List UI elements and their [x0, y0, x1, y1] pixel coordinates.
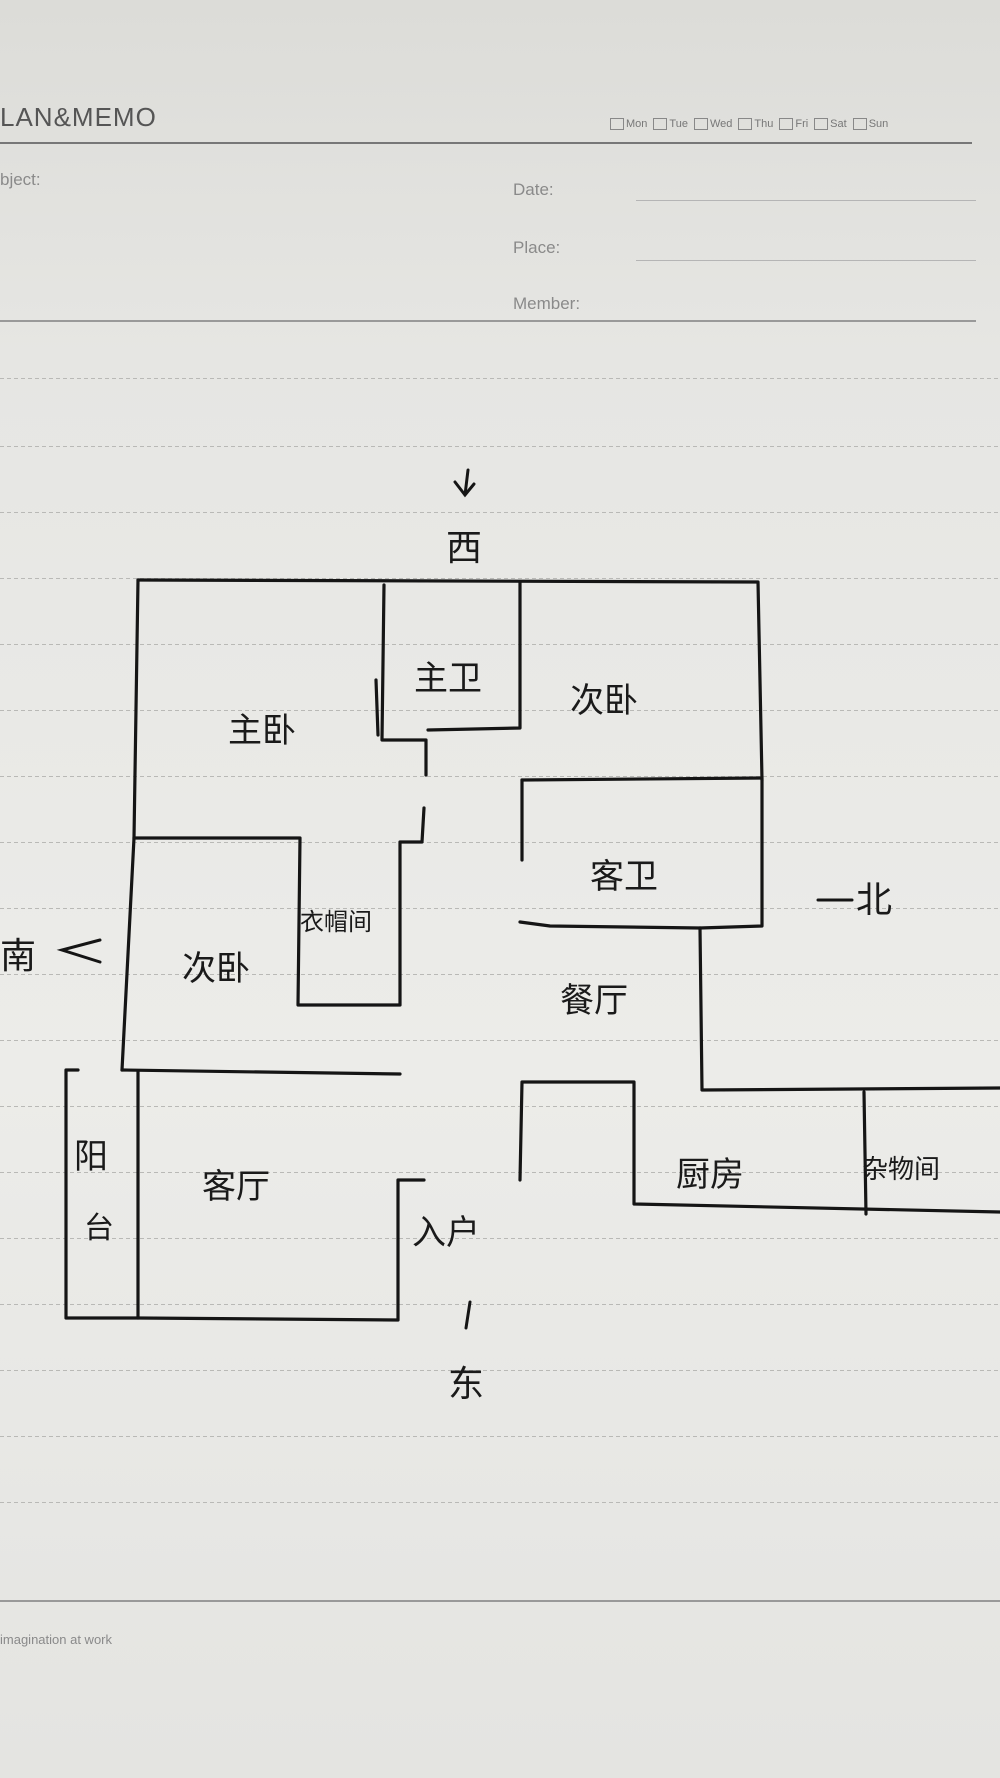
- room-living: 客厅: [202, 1167, 270, 1207]
- wall-left-middle: [120, 836, 136, 1072]
- ruled-line: [0, 974, 1000, 975]
- wall-master-bath-right: [426, 580, 522, 732]
- arrow-icon-top: [453, 468, 476, 498]
- ruled-line: [0, 644, 1000, 645]
- room-master-bedroom: 主卧: [228, 711, 296, 751]
- ruled-line: [0, 446, 1000, 447]
- place-label: Place:: [513, 238, 561, 257]
- ruled-line: [0, 776, 1000, 777]
- checkbox-icon: [779, 118, 794, 130]
- room-cloakroom: 衣帽间: [300, 908, 372, 936]
- room-entrance: 入户: [412, 1213, 480, 1253]
- ruled-line: [0, 378, 1000, 379]
- wall-master-bath-door: [374, 678, 380, 737]
- ruled-line: [0, 1436, 1000, 1437]
- wall-storage-divider: [862, 1090, 868, 1216]
- room-labels: 主卧 主卫 次卧 客卫 衣帽间 次卧 餐厅 阳 台 客厅 入户 厨房 杂物间: [74, 659, 940, 1253]
- ruled-line: [0, 578, 1000, 579]
- header-bottom-rule: [0, 320, 976, 322]
- day-thu[interactable]: Thu: [738, 118, 773, 130]
- footer-text: imagination at work: [0, 1632, 112, 1647]
- floor-plan-walls: [64, 578, 1000, 1322]
- room-second-bedroom-top: 次卧: [570, 681, 638, 721]
- ruled-line: [0, 1370, 1000, 1371]
- ruled-line: [0, 842, 1000, 843]
- ruled-line: [0, 908, 1000, 909]
- checkbox-icon: [814, 118, 829, 130]
- header-divider: [0, 142, 972, 144]
- day-mon[interactable]: Mon: [610, 118, 647, 130]
- wall-living-bottom: [136, 1178, 426, 1322]
- place-field[interactable]: [636, 260, 976, 261]
- room-kitchen: 厨房: [676, 1155, 744, 1195]
- checkbox-icon: [653, 118, 668, 130]
- compass-west: 西: [446, 528, 482, 569]
- day-tue[interactable]: Tue: [653, 118, 688, 130]
- page-title: LAN&MEMO: [0, 102, 157, 132]
- day-sat[interactable]: Sat: [814, 118, 847, 130]
- day-fri[interactable]: Fri: [779, 118, 808, 130]
- room-balcony-top: 阳: [74, 1137, 108, 1177]
- wall-master-bath-left: [380, 583, 428, 777]
- member-label: Member:: [513, 294, 581, 313]
- room-dining: 餐厅: [560, 981, 628, 1021]
- subject-label: bject:: [0, 170, 41, 189]
- ruled-line: [0, 1304, 1000, 1305]
- wall-outer-top: [136, 578, 764, 782]
- arrow-icon-left: [56, 938, 102, 964]
- wall-guest-bath-right: [698, 778, 764, 930]
- room-balcony-bottom: 台: [84, 1211, 114, 1246]
- footer-rule: [0, 1600, 1000, 1602]
- arrow-icon-bottom: [464, 1300, 472, 1330]
- wall-kitchen: [518, 1080, 1000, 1214]
- room-master-bath: 主卫: [414, 659, 482, 699]
- weekday-checkboxes: Mon Tue Wed Thu Fri Sat Sun: [610, 118, 888, 130]
- checkbox-icon: [852, 118, 867, 130]
- wall-second-bedroom-bottom: [520, 776, 764, 782]
- ruled-line: [0, 1106, 1000, 1107]
- wall-guest-bath-bottom: [518, 920, 702, 930]
- compass-east: 东: [448, 1364, 484, 1405]
- compass-south: 南: [0, 936, 36, 977]
- wall-dining-right: [698, 926, 1000, 1092]
- wall-second-bedroom-left-bottom: [120, 1068, 402, 1076]
- ruled-line: [0, 1238, 1000, 1239]
- date-field[interactable]: [636, 200, 976, 201]
- room-second-bedroom-left: 次卧: [182, 949, 250, 989]
- room-guest-bath: 客卫: [590, 857, 658, 897]
- day-wed[interactable]: Wed: [693, 118, 732, 130]
- checkbox-icon: [693, 118, 708, 130]
- compass-north: 北: [856, 880, 892, 921]
- ruled-line: [0, 1040, 1000, 1041]
- ruled-line: [0, 1172, 1000, 1173]
- wall-cloakroom: [132, 806, 426, 1007]
- ruled-line: [0, 710, 1000, 711]
- ruled-line: [0, 1502, 1000, 1503]
- checkbox-icon: [610, 118, 624, 130]
- wall-balcony: [64, 1068, 140, 1320]
- day-sun[interactable]: Sun: [852, 118, 888, 130]
- room-storage: 杂物间: [862, 1155, 940, 1185]
- date-label: Date:: [513, 180, 554, 199]
- ruled-line: [0, 512, 1000, 513]
- direction-arrows: [56, 468, 854, 1330]
- checkbox-icon: [738, 118, 753, 130]
- wall-left-upper: [132, 578, 140, 840]
- compass-labels: 西 南 北 东: [0, 528, 892, 1405]
